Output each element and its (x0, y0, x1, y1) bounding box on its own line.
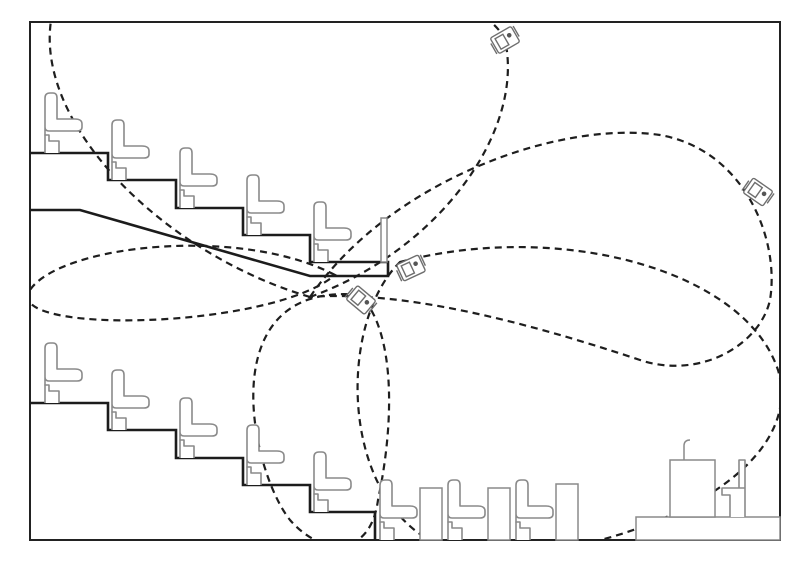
balcony-rail (380, 217, 388, 263)
seat-icon (111, 119, 150, 181)
seat-icon (179, 147, 218, 209)
seat-icon (313, 451, 352, 513)
seat-icon (179, 397, 218, 459)
lectern-icon (669, 459, 716, 518)
stage-chair-icon (721, 459, 746, 517)
coverage-cone-mid-right (307, 131, 773, 367)
lower-seat-row (44, 342, 352, 513)
coverage-cone-balcony-under (30, 244, 337, 322)
seat-back-panel (419, 487, 443, 541)
seat-icon (246, 174, 285, 236)
seat-back-panel (487, 487, 511, 541)
coverage-cone-lower-middle (252, 293, 391, 540)
floor-seat-row (379, 479, 579, 541)
seat-icon (313, 201, 352, 263)
speaker-icon (740, 175, 776, 209)
seat-back-panel (555, 483, 579, 541)
speaker-icon (393, 253, 429, 283)
room-frame (29, 21, 781, 541)
seat-icon (379, 479, 418, 541)
seat-icon (111, 369, 150, 431)
seat-icon (515, 479, 554, 541)
speaker-icon (487, 24, 523, 56)
seat-icon (44, 342, 83, 404)
lower-seating-tier (30, 401, 377, 540)
stage-platform (635, 439, 781, 541)
seat-icon (447, 479, 486, 541)
seat-icon (44, 92, 83, 154)
upper-seat-row (44, 92, 352, 263)
upper-seating-tier (30, 151, 390, 278)
microphone-icon (683, 439, 691, 460)
seat-icon (246, 424, 285, 486)
